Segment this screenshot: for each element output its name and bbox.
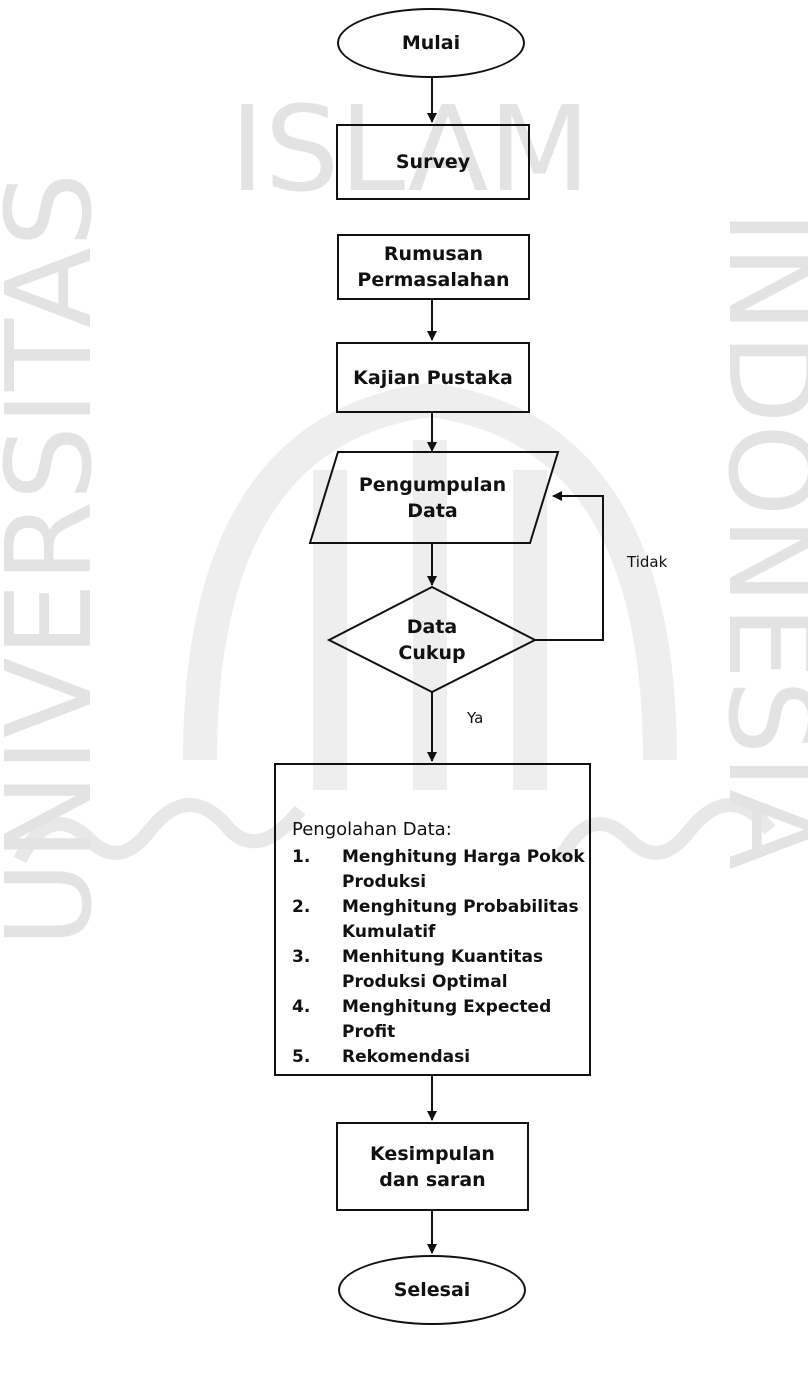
processing-item-text: Rekomendasi	[342, 1047, 471, 1067]
kesimpulan-process: Kesimpulan dan saran	[336, 1122, 529, 1211]
processing-item-number: 3.	[292, 947, 311, 967]
processing-item: 5. Rekomendasi	[292, 1045, 588, 1070]
kajian-process: Kajian Pustaka	[336, 342, 530, 413]
processing-item: 3. Menhitung Kuantitas Produksi Optimal	[292, 945, 588, 995]
decision-diamond	[326, 585, 538, 694]
processing-item-number: 1.	[292, 847, 311, 867]
survey-process: Survey	[336, 124, 530, 200]
end-label: Selesai	[393, 1279, 471, 1301]
processing-item-text: Menghitung Probabilitas Kumulatif	[342, 897, 579, 942]
kesimpulan-label: Kesimpulan dan saran	[370, 1142, 495, 1191]
processing-item-text: Menghitung Harga Pokok Produksi	[342, 847, 585, 892]
rumusan-process: Rumusan Permasalahan	[337, 234, 530, 300]
processing-item: 2. Menghitung Probabilitas Kumulatif	[292, 895, 588, 945]
start-terminator: Mulai	[337, 8, 525, 78]
rumusan-label: Rumusan Permasalahan	[357, 243, 510, 291]
edge-label-ya: Ya	[467, 709, 484, 727]
processing-item-number: 5.	[292, 1047, 311, 1067]
processing-item: 1. Menghitung Harga Pokok Produksi	[292, 845, 588, 895]
processing-title: Pengolahan Data:	[292, 819, 452, 840]
processing-item-text: Menhitung Kuantitas Produksi Optimal	[342, 947, 544, 992]
watermark-top: ISLAM	[230, 80, 591, 218]
processing-item-number: 4.	[292, 997, 311, 1017]
processing-item-text: Menghitung Expected Profit	[342, 997, 552, 1042]
survey-label: Survey	[395, 151, 471, 173]
decision-label: Data Cukup	[398, 616, 466, 664]
pengumpulan-label: Pengumpulan Data	[358, 474, 507, 522]
arrow-tidak-loop	[535, 491, 604, 641]
watermark-right: INDONESIA	[702, 210, 808, 870]
kajian-label: Kajian Pustaka	[353, 366, 513, 389]
start-label: Mulai	[401, 32, 461, 54]
data-input-parallelogram	[308, 451, 560, 544]
processing-list: 1. Menghitung Harga Pokok Produksi 2. Me…	[292, 845, 588, 1070]
edge-label-tidak: Tidak	[627, 553, 668, 571]
processing-item-number: 2.	[292, 897, 311, 917]
end-terminator: Selesai	[338, 1255, 526, 1325]
processing-box: Pengolahan Data: 1. Menghitung Harga Pok…	[274, 763, 591, 1076]
watermark-left: UNIVERSITAS	[0, 173, 118, 948]
processing-item: 4. Menghitung Expected Profit	[292, 995, 588, 1045]
